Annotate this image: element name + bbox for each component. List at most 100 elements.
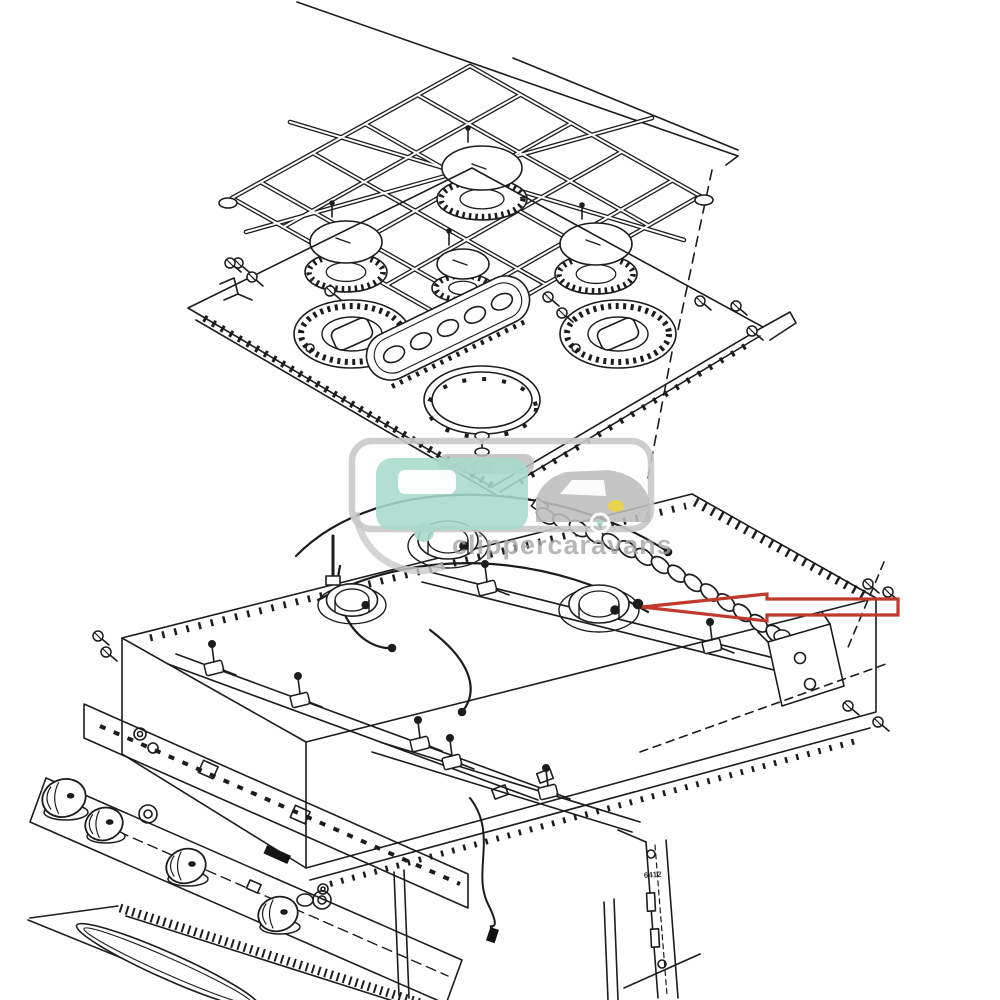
grate-foot xyxy=(218,197,238,209)
wire-plug xyxy=(486,927,499,944)
panel-cutout xyxy=(535,768,555,784)
grate-foot xyxy=(694,194,714,206)
hob-top-panel xyxy=(187,167,797,497)
door-top-edge xyxy=(29,905,119,919)
thermocouple-wire xyxy=(469,797,496,929)
screw xyxy=(224,257,242,273)
gas-tap xyxy=(701,617,735,655)
back-rail-hatch xyxy=(692,498,873,602)
watermark-car-hub xyxy=(597,520,603,526)
ignition-cable xyxy=(428,628,472,714)
door-edge xyxy=(125,915,393,1000)
screw xyxy=(556,307,574,323)
misc-fixings xyxy=(92,257,900,907)
burner-cap-mark xyxy=(335,237,351,244)
burner-crown-centre xyxy=(325,261,367,283)
burner-crown-centre xyxy=(575,263,617,285)
right-side-parts xyxy=(309,611,887,887)
screw xyxy=(862,578,880,594)
burner-cup xyxy=(317,583,387,625)
door-handle-recess xyxy=(75,922,261,1000)
igniter-body xyxy=(325,575,341,586)
upper-mounting-strip xyxy=(83,703,469,909)
screw xyxy=(324,285,342,301)
rating-label xyxy=(263,845,291,864)
gas-tap xyxy=(476,559,510,597)
burner-peg xyxy=(329,200,335,206)
burner-rail xyxy=(167,663,539,801)
cable-terminal xyxy=(387,643,397,653)
door-edge-hatch xyxy=(118,903,426,1000)
box-front-left-wall xyxy=(121,637,307,869)
burner-peg xyxy=(446,228,452,234)
hinge-dashed-line xyxy=(845,561,885,653)
screw xyxy=(872,716,890,732)
vertical-mounting-bracket: 6412 xyxy=(617,829,701,999)
watermark-caravan-body xyxy=(376,458,528,530)
gas-tap xyxy=(203,639,237,677)
bracket-hole xyxy=(793,651,807,665)
screw xyxy=(542,291,560,307)
cable-terminal xyxy=(663,547,673,557)
small-bracket xyxy=(219,277,239,301)
control-fascia xyxy=(29,777,463,1000)
bracket-part-number: 6412 xyxy=(644,870,663,880)
cable-terminal xyxy=(457,707,467,717)
lid-edge xyxy=(296,1,739,157)
burner-peg xyxy=(579,202,585,208)
screw xyxy=(746,325,764,341)
support-panel-edge xyxy=(393,871,400,997)
washer xyxy=(296,893,314,907)
fixing-nut xyxy=(245,879,262,894)
frame-dashed-line xyxy=(639,663,887,753)
control-fascia-assembly xyxy=(29,703,619,1000)
control-knob xyxy=(41,778,89,821)
gas-tap xyxy=(409,715,443,753)
control-knob xyxy=(84,806,126,844)
burner-assembly xyxy=(304,200,388,293)
support-panel-edge xyxy=(613,898,619,1000)
lid-corner xyxy=(725,155,739,166)
burner-peg xyxy=(465,125,471,131)
knob-bezel xyxy=(138,804,158,824)
grate-wire xyxy=(311,152,547,286)
watermark-car-wheel xyxy=(589,512,611,534)
burner-rail xyxy=(175,653,547,791)
screw xyxy=(246,271,264,287)
strip-cutout xyxy=(197,759,219,780)
watermark-logo: clippercaravans xyxy=(348,437,672,575)
screw xyxy=(694,295,712,311)
annotation-layer xyxy=(641,592,900,623)
burner-rail xyxy=(421,581,783,673)
bracket-edge xyxy=(645,841,659,999)
control-knob xyxy=(257,895,301,935)
burner-crown-centre xyxy=(459,188,505,210)
knob-bezel xyxy=(143,809,153,819)
washer xyxy=(133,727,147,741)
bracket-slot xyxy=(649,928,661,948)
burner-cap-mark xyxy=(585,239,601,246)
screw xyxy=(232,257,250,273)
burner-cup xyxy=(558,584,640,633)
door-handle-recess-inner xyxy=(83,927,253,1000)
small-bracket-tab xyxy=(237,293,253,301)
watermark-headlight xyxy=(608,500,624,512)
grate-wire xyxy=(469,65,701,197)
washer xyxy=(320,886,326,892)
washer xyxy=(317,883,329,895)
front-rail-hatch xyxy=(329,737,861,887)
burner-assembly xyxy=(554,202,638,295)
gas-tap xyxy=(537,763,571,801)
washer xyxy=(147,742,159,754)
lid-edge xyxy=(512,57,739,151)
oven-door-panel xyxy=(27,903,426,1000)
grate-wire xyxy=(385,150,623,287)
screw xyxy=(730,300,748,316)
watermark-caravan-window xyxy=(398,470,456,494)
watermark-caravan-wheel xyxy=(414,522,434,542)
burner-caps-and-crowns xyxy=(304,125,638,304)
panel-cutout xyxy=(490,784,510,800)
burner-rail xyxy=(379,741,641,823)
watermark-car-body xyxy=(536,470,651,522)
